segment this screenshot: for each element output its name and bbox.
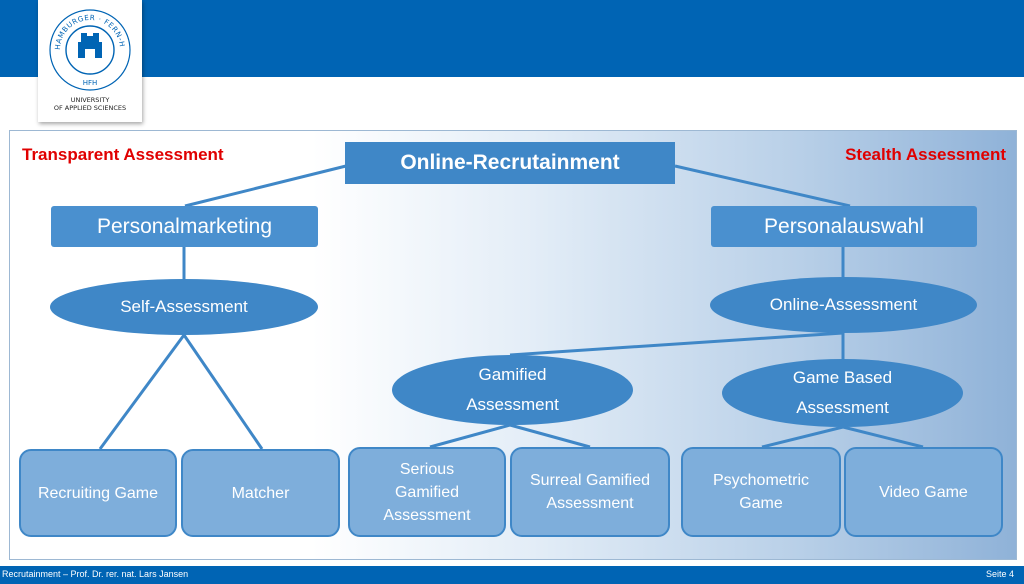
node-label-line: Assessment [546,495,634,512]
connector-root-right [674,164,851,208]
node-label-line: Video Game [879,483,968,501]
footer-bar: Recrutainment – Prof. Dr. rer. nat. Lars… [0,566,1024,584]
node-label-line: Gamified [478,365,547,384]
seal-icon: HAMBURGER · FERN-HOCHSCHULE · HFH [48,8,131,91]
stealth-assessment-label: Stealth Assessment [845,145,1006,164]
connector-root-left [184,164,347,208]
connector-lines [98,164,924,450]
game-based-assessment-node: Game Based Assessment [722,359,963,427]
node-label-line: Surreal Gamified [529,472,651,489]
node-label-line: Assessment [796,398,889,417]
node-label-line: Game Based [792,368,893,387]
node-label-line: Gamified [394,483,460,501]
recruiting-game-node: Recruiting Game [19,449,177,537]
connector-self-matcher [182,334,264,450]
psychometric-game-node: Psychometric Game [681,447,841,537]
university-logo: HAMBURGER · FERN-HOCHSCHULE · HFH UNIVER… [38,0,142,122]
footer-author: Recrutainment – Prof. Dr. rer. nat. Lars… [2,569,189,579]
node-label-line: Psychometric [712,472,810,489]
gamified-assessment-node: Gamified Assessment [392,355,633,425]
node-label-line: Assessment [383,506,471,524]
root-node: Online-Recrutainment [345,142,675,184]
diagram-panel: Transparent Assessment Stealth Assessmen… [9,130,1017,560]
video-game-node: Video Game [844,447,1003,537]
page-number: Seite 4 [985,569,1014,579]
logo-caption-line: UNIVERSITY [70,96,110,104]
transparent-assessment-label: Transparent Assessment [22,145,224,164]
online-assessment-node: Online-Assessment [710,277,977,333]
logo-caption-line: OF APPLIED SCIENCES [53,104,127,112]
node-label-line: Assessment [466,395,559,414]
node-label-line: Game [739,495,783,512]
surreal-gamified-assessment-node: Surreal Gamified Assessment [510,447,670,537]
header-band [0,0,1024,77]
connector-online-gamified [509,331,844,357]
self-assessment-node: Self-Assessment [50,279,318,335]
serious-gamified-assessment-node: Serious Gamified Assessment [348,447,506,537]
personalmarketing-node: Personalmarketing [51,206,318,247]
matcher-node: Matcher [181,449,340,537]
logo-caption: UNIVERSITY OF APPLIED SCIENCES [38,96,142,112]
connector-gamebased-video [842,425,924,449]
connector-gamified-surreal [509,423,591,449]
connector-gamified-serious [429,423,511,449]
node-label-line: Serious [399,460,455,478]
connector-gamebased-psycho [761,425,844,449]
personalauswahl-node: Personalauswahl [711,206,977,247]
seal-bottom-text: HFH [83,79,98,87]
connector-self-recruiting [98,334,186,450]
